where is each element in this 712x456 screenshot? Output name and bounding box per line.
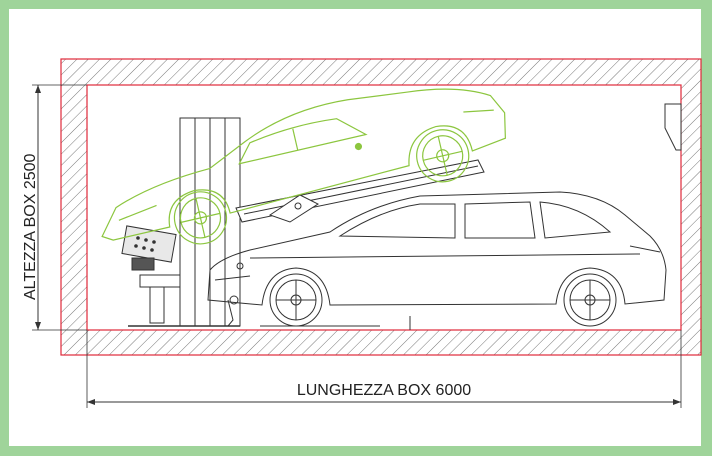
width-dimension xyxy=(86,330,682,408)
width-label: LUNGHEZZA BOX 6000 xyxy=(297,382,471,399)
box-outer-outline xyxy=(60,58,702,356)
wall-bracket xyxy=(664,103,682,151)
lifted-car xyxy=(101,88,506,245)
garage-walls xyxy=(60,58,702,356)
height-dimension xyxy=(32,84,87,331)
ground-car xyxy=(207,191,667,330)
tilted-platform xyxy=(235,159,485,300)
height-label: ALTEZZA BOX 2500 xyxy=(22,153,39,300)
